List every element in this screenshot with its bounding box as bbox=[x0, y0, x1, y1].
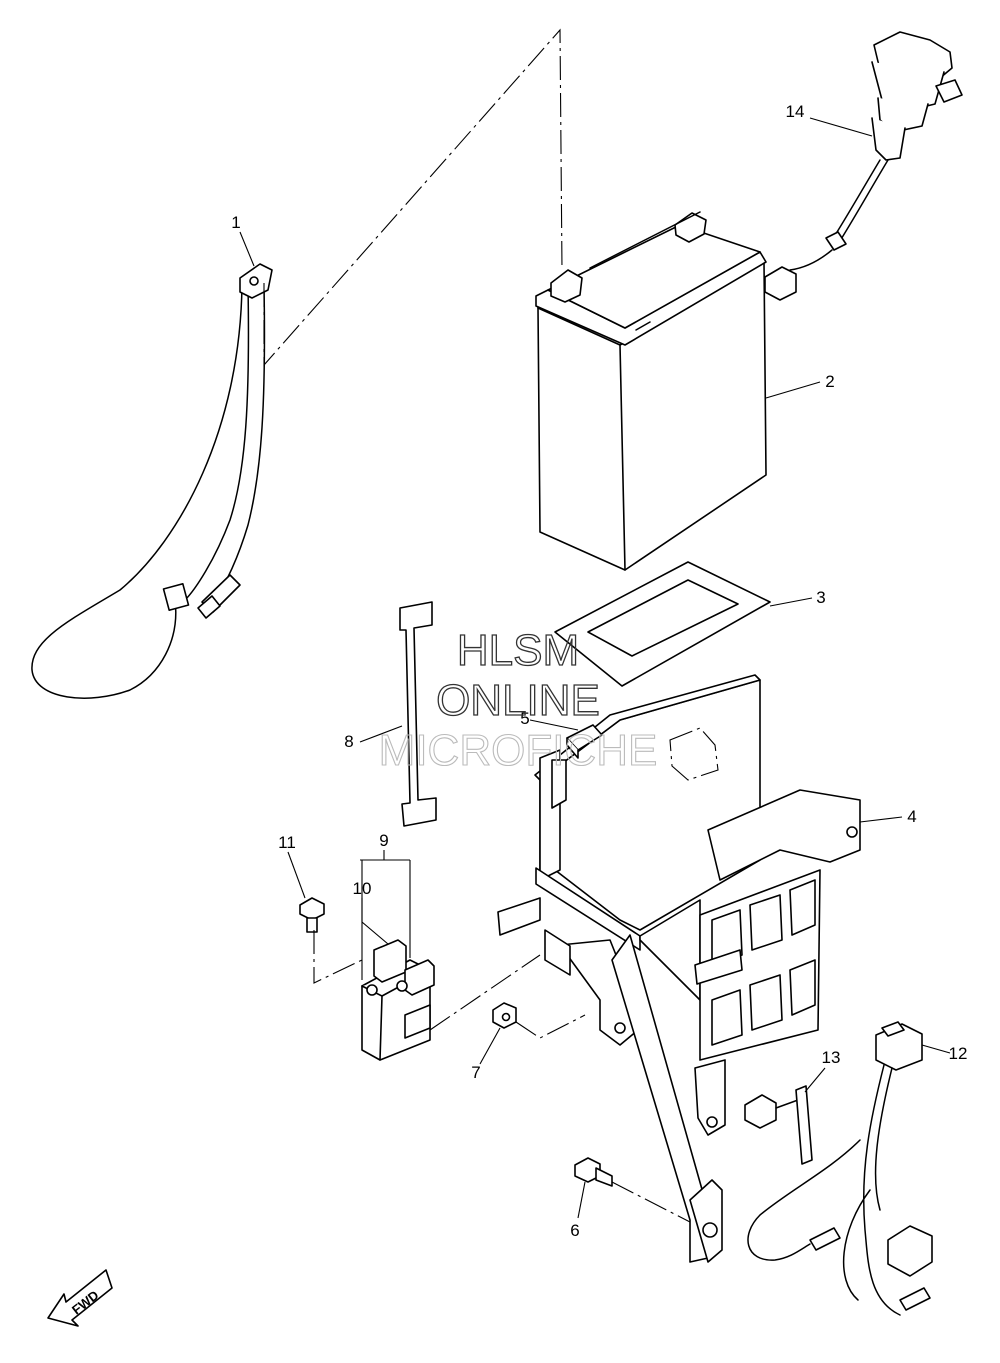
fwd-arrow-icon: FWD bbox=[47, 1269, 113, 1327]
hidden-component-outline bbox=[669, 727, 719, 781]
part-11-bolt bbox=[299, 897, 325, 933]
callout-2: 2 bbox=[825, 372, 834, 391]
part-1-lead-wire bbox=[31, 263, 273, 699]
callout-7: 7 bbox=[471, 1063, 480, 1082]
part-8-battery-band bbox=[399, 601, 437, 827]
callout-13: 13 bbox=[822, 1048, 841, 1067]
part-3-battery-pad bbox=[554, 561, 771, 687]
callout-4: 4 bbox=[907, 807, 916, 826]
part-13-connector bbox=[744, 1085, 813, 1165]
watermark: HLSM ONLINE MICROFICHE bbox=[378, 625, 658, 775]
callout-9: 9 bbox=[379, 831, 388, 850]
part-2-battery bbox=[535, 211, 767, 571]
callout-6: 6 bbox=[570, 1221, 579, 1240]
part-5-clip bbox=[566, 724, 603, 759]
callout-5: 5 bbox=[520, 709, 529, 728]
callout-11: 11 bbox=[278, 833, 296, 852]
part-9-starter-relay bbox=[361, 939, 435, 1061]
part-14-socket bbox=[764, 31, 963, 301]
callout-14: 14 bbox=[786, 102, 805, 121]
watermark-line-3: MICROFICHE bbox=[379, 726, 658, 775]
part-6-bolt bbox=[574, 1157, 613, 1187]
callout-8: 8 bbox=[344, 732, 353, 751]
callout-10: 10 bbox=[353, 879, 372, 898]
watermark-line-1: HLSM bbox=[457, 626, 579, 675]
leader-lines bbox=[239, 117, 951, 1219]
callout-1: 1 bbox=[231, 213, 240, 232]
watermark-line-2: ONLINE bbox=[436, 676, 600, 725]
assembly-lines bbox=[263, 28, 691, 1223]
callouts: 1 14 2 3 5 8 4 11 9 10 7 12 13 6 bbox=[231, 102, 967, 1240]
part-12-harness bbox=[747, 1021, 933, 1316]
callout-3: 3 bbox=[816, 588, 825, 607]
part-7-nut bbox=[492, 1002, 517, 1029]
callout-12: 12 bbox=[949, 1044, 968, 1063]
part-4-battery-box bbox=[497, 674, 861, 1263]
